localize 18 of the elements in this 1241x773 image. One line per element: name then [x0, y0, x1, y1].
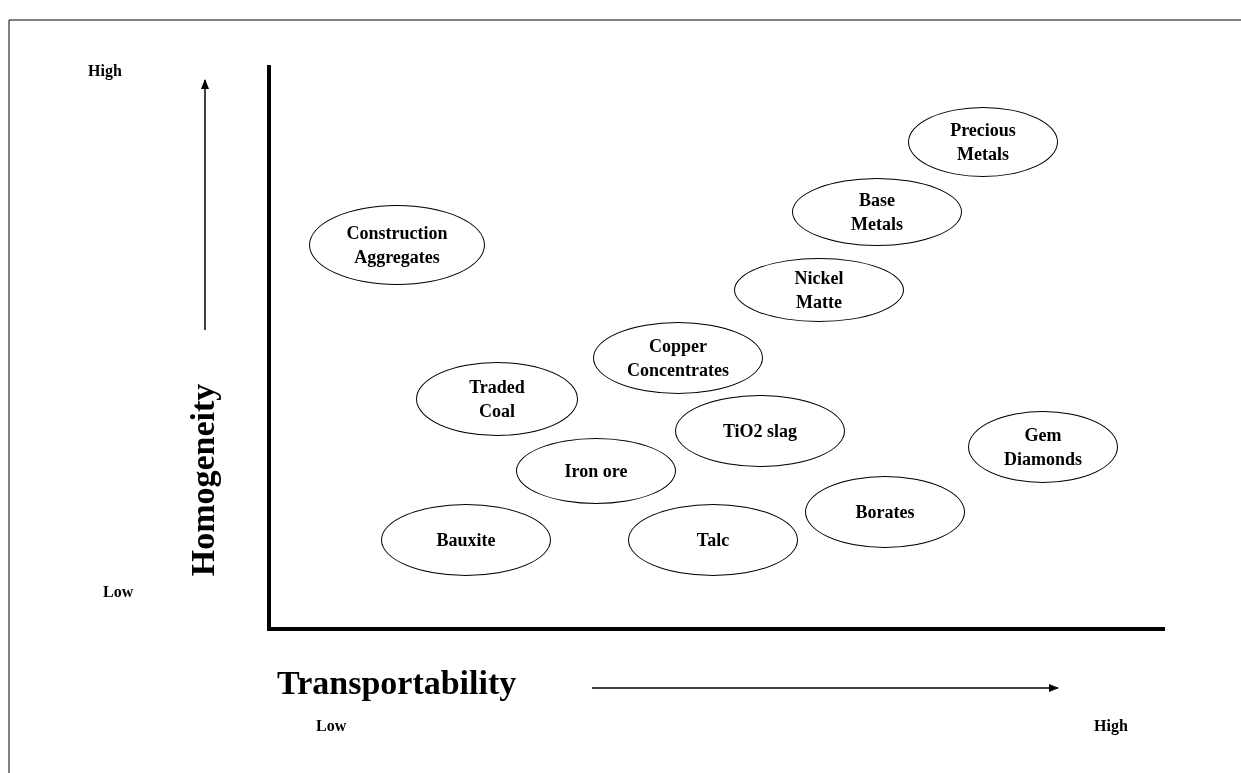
material-label: Gem Diamonds	[1003, 424, 1083, 471]
material-label: Bauxite	[436, 529, 496, 552]
material-label: Iron ore	[564, 460, 628, 483]
material-label: Talc	[696, 529, 730, 552]
material-label: TiO2 slag	[722, 420, 798, 443]
scale-label: High	[1094, 717, 1128, 735]
material-label: Construction Aggregates	[345, 222, 449, 269]
axis-title: Homogeneity	[184, 383, 222, 577]
scale-label: Low	[316, 717, 347, 735]
material-label: Traded Coal	[468, 376, 526, 423]
material-label: Base Metals	[850, 189, 904, 236]
scale-label: Low	[103, 583, 134, 601]
axis-title: Transportability	[277, 664, 517, 702]
material-label: Precious Metals	[949, 119, 1017, 166]
material-label: Nickel Matte	[793, 267, 845, 314]
scale-label: High	[88, 62, 122, 80]
material-label: Copper Concentrates	[626, 335, 730, 382]
material-label: Borates	[855, 501, 915, 524]
